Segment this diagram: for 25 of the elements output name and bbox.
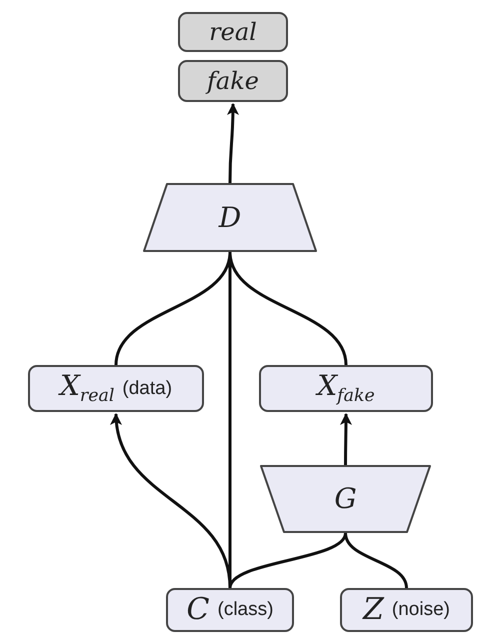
- trapezoid-block: [260, 465, 431, 533]
- rounded-box: [340, 588, 473, 632]
- math-label: G: [334, 485, 357, 513]
- math-label: real: [209, 20, 257, 44]
- trapezoid-block: [143, 183, 317, 252]
- math-label: X$_{fake}$: [317, 372, 375, 406]
- rounded-box: [166, 588, 294, 632]
- rounded-box: [259, 365, 433, 412]
- rounded-box: [28, 365, 204, 412]
- arrow: [111, 413, 232, 588]
- math-label: Z: [363, 595, 384, 625]
- math-label: D: [218, 204, 242, 232]
- rounded-box: [178, 60, 288, 102]
- note-label: (data): [122, 378, 172, 400]
- math-label: fake: [207, 69, 259, 93]
- math-label: X$_{real}$: [60, 372, 114, 406]
- connector-line: [228, 532, 347, 588]
- arrow: [226, 103, 239, 184]
- math-label: C: [186, 595, 210, 625]
- note-label: (class): [218, 599, 274, 621]
- arrow: [340, 413, 352, 465]
- connector-line: [344, 532, 408, 588]
- note-label: (noise): [392, 599, 450, 621]
- connector-line: [228, 252, 348, 366]
- rounded-box: [178, 12, 288, 52]
